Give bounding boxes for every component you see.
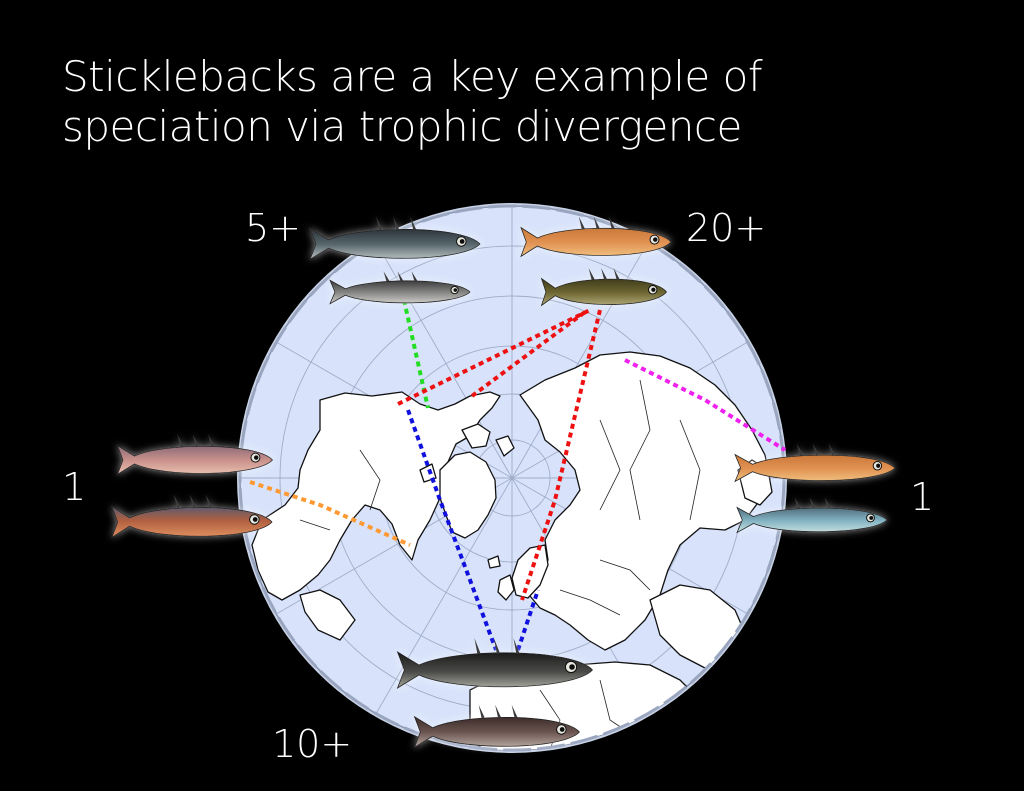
title-line-2: speciation via trophic divergence <box>62 102 742 152</box>
link-magenta <box>624 358 787 452</box>
count-south: 10+ <box>272 722 353 766</box>
fish-w-top <box>116 434 274 476</box>
country-borders <box>299 379 701 750</box>
count-north-east: 20+ <box>686 206 767 250</box>
count-east: 1 <box>910 475 935 519</box>
land-north-america <box>251 391 501 601</box>
fish-s-bottom <box>413 704 581 749</box>
link-red-3 <box>520 309 602 601</box>
land-arctic-islands <box>419 423 515 483</box>
fish-ne-top <box>520 216 672 258</box>
fish-s-top <box>396 638 594 689</box>
count-west: 1 <box>62 465 87 509</box>
connection-lines <box>249 299 787 651</box>
link-blue-2 <box>516 589 540 651</box>
fish-ne-bottom <box>540 268 668 307</box>
link-orange <box>249 480 411 547</box>
fish-nw-bottom <box>329 271 471 305</box>
globe <box>237 203 787 753</box>
title-line-1: Sticklebacks are a key example of <box>62 52 763 101</box>
link-red-2 <box>470 310 587 398</box>
fish-e-top <box>734 444 896 483</box>
link-blue-1 <box>406 409 498 651</box>
fish-w-bottom <box>111 494 273 539</box>
fish-e-bottom <box>736 497 888 534</box>
land-uk <box>487 555 515 601</box>
fish-nw-top <box>309 216 481 261</box>
count-north-west: 5+ <box>245 206 302 250</box>
slide-title: Sticklebacks are a key example of specia… <box>62 52 822 153</box>
fish-images <box>111 216 896 749</box>
land-central-america <box>299 589 356 641</box>
